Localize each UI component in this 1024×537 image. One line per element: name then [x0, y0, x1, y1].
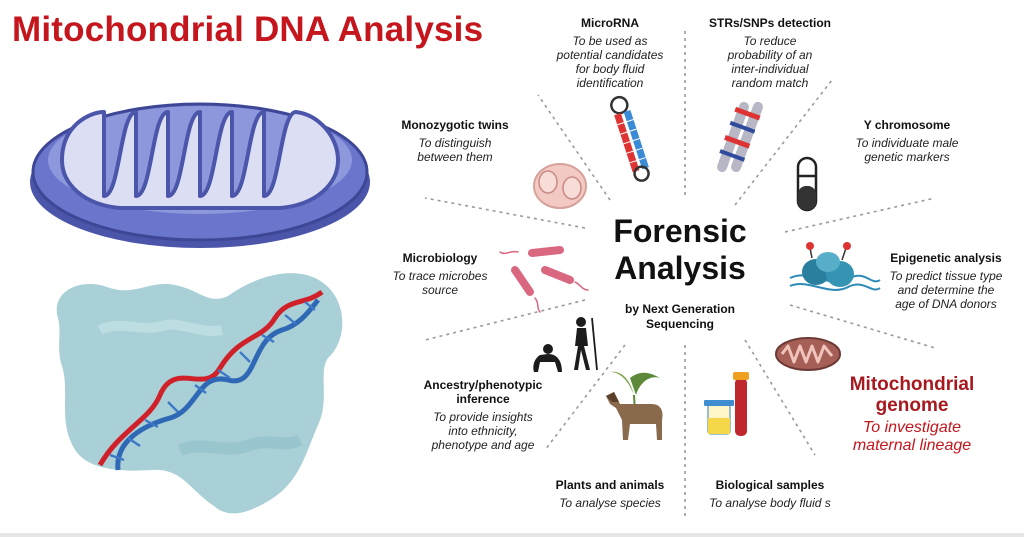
- center-subtitle: by Next Generation Sequencing: [600, 302, 760, 332]
- desc-line: potential candidates: [556, 48, 664, 62]
- desc-line: probability of an: [727, 48, 813, 62]
- desc-line: genetic markers: [864, 150, 950, 164]
- topic-monozygotic-twins: Monozygotic twins To distinguish between…: [385, 118, 525, 164]
- topic-title: Y chromosome: [863, 118, 951, 132]
- desc-line: random match: [731, 76, 809, 90]
- desc-line: and determine the: [897, 283, 995, 297]
- desc-line: maternal lineage: [852, 437, 972, 454]
- chimp-human-icon: [533, 317, 598, 372]
- desc-line: into ethnicity,: [448, 424, 518, 438]
- topic-title: Mitochondrial genome: [832, 374, 992, 416]
- topic-title: Epigenetic analysis: [890, 251, 1002, 265]
- desc-line: between them: [417, 150, 493, 164]
- topic-description: To trace microbes source: [375, 269, 505, 297]
- topic-title: STRs/SNPs detection: [708, 16, 832, 30]
- embryo-twins-icon: [533, 163, 587, 209]
- desc-line: To predict tissue type: [889, 269, 1003, 283]
- center-title-line: Analysis: [614, 250, 746, 286]
- topic-ancestry: Ancestry/phenotypic inference To provide…: [408, 378, 558, 452]
- topic-y-chromosome: Y chromosome To individuate male genetic…: [832, 118, 982, 164]
- topic-description: To distinguish between them: [385, 136, 525, 164]
- bacteria-icon: [499, 246, 589, 313]
- topic-description: To be used as potential candidates for b…: [540, 34, 680, 90]
- spoke-lines: [424, 30, 936, 520]
- topic-description: To investigate maternal lineage: [832, 419, 992, 455]
- sample-tubes-icon: [704, 372, 749, 436]
- topic-description: To reduce probability of an inter-indivi…: [695, 34, 845, 90]
- desc-line: inter-individual: [731, 62, 809, 76]
- title-line: genome: [875, 395, 949, 416]
- topic-epigenetic-analysis: Epigenetic analysis To predict tissue ty…: [870, 251, 1022, 311]
- desc-line: To investigate: [862, 419, 962, 436]
- topic-microrna: MicroRNA To be used as potential candida…: [540, 16, 680, 90]
- mitochondrion-icon: [30, 102, 370, 248]
- desc-line: To be used as: [572, 34, 648, 48]
- desc-line: To individuate male: [855, 136, 959, 150]
- topic-title: Ancestry/phenotypic inference: [408, 378, 558, 406]
- topic-description: To provide insights into ethnicity, phen…: [408, 410, 558, 452]
- desc-line: source: [421, 283, 459, 297]
- topic-strs-snps: STRs/SNPs detection To reduce probabilit…: [695, 16, 845, 90]
- horse-plant-icon: [606, 371, 663, 440]
- protein-dna-icon: [56, 273, 343, 514]
- center-subtitle-line: Sequencing: [645, 317, 714, 331]
- desc-line: To analyse species: [559, 496, 661, 510]
- desc-line: To provide insights: [433, 410, 533, 424]
- chromosome-pair-icon: [717, 101, 763, 173]
- topic-title: Monozygotic twins: [401, 118, 509, 132]
- footer-divider: [0, 533, 1024, 537]
- desc-line: for body fluid: [575, 62, 645, 76]
- nucleosome-icon: [789, 242, 881, 291]
- topic-title: MicroRNA: [580, 16, 639, 30]
- topic-description: To predict tissue type and determine the…: [870, 269, 1022, 311]
- topic-mitochondrial-genome: Mitochondrial genome To investigate mate…: [832, 374, 992, 455]
- center-subtitle-line: by Next Generation: [624, 302, 736, 316]
- topic-biological-samples: Biological samples To analyse body fluid…: [695, 478, 845, 510]
- desc-line: To distinguish: [418, 136, 492, 150]
- desc-line: phenotype and age: [431, 438, 535, 452]
- title-line: Ancestry/phenotypic: [423, 378, 543, 392]
- mitochondrion-small-icon: [775, 337, 841, 371]
- topic-description: To analyse body fluid s: [695, 496, 845, 510]
- desc-line: To analyse body fluid s: [709, 496, 831, 510]
- center-title: Forensic Analysis: [595, 213, 765, 287]
- desc-line: age of DNA donors: [895, 297, 997, 311]
- desc-line: identification: [576, 76, 644, 90]
- y-chromosome-icon: [796, 156, 818, 212]
- topic-title: Microbiology: [402, 251, 478, 265]
- desc-line: To reduce: [743, 34, 797, 48]
- title-line: Mitochondrial: [849, 374, 975, 395]
- title-line: inference: [456, 392, 510, 406]
- topic-description: To individuate male genetic markers: [832, 136, 982, 164]
- topic-description: To analyse species: [540, 496, 680, 510]
- page-title: Mitochondrial DNA Analysis: [12, 10, 484, 49]
- topic-microbiology: Microbiology To trace microbes source: [375, 251, 505, 297]
- topic-title: Biological samples: [715, 478, 825, 492]
- desc-line: To trace microbes: [392, 269, 488, 283]
- topic-title: Plants and animals: [555, 478, 665, 492]
- microrna-icon: [610, 95, 650, 182]
- topic-plants-animals: Plants and animals To analyse species: [540, 478, 680, 510]
- center-title-line: Forensic: [613, 213, 747, 249]
